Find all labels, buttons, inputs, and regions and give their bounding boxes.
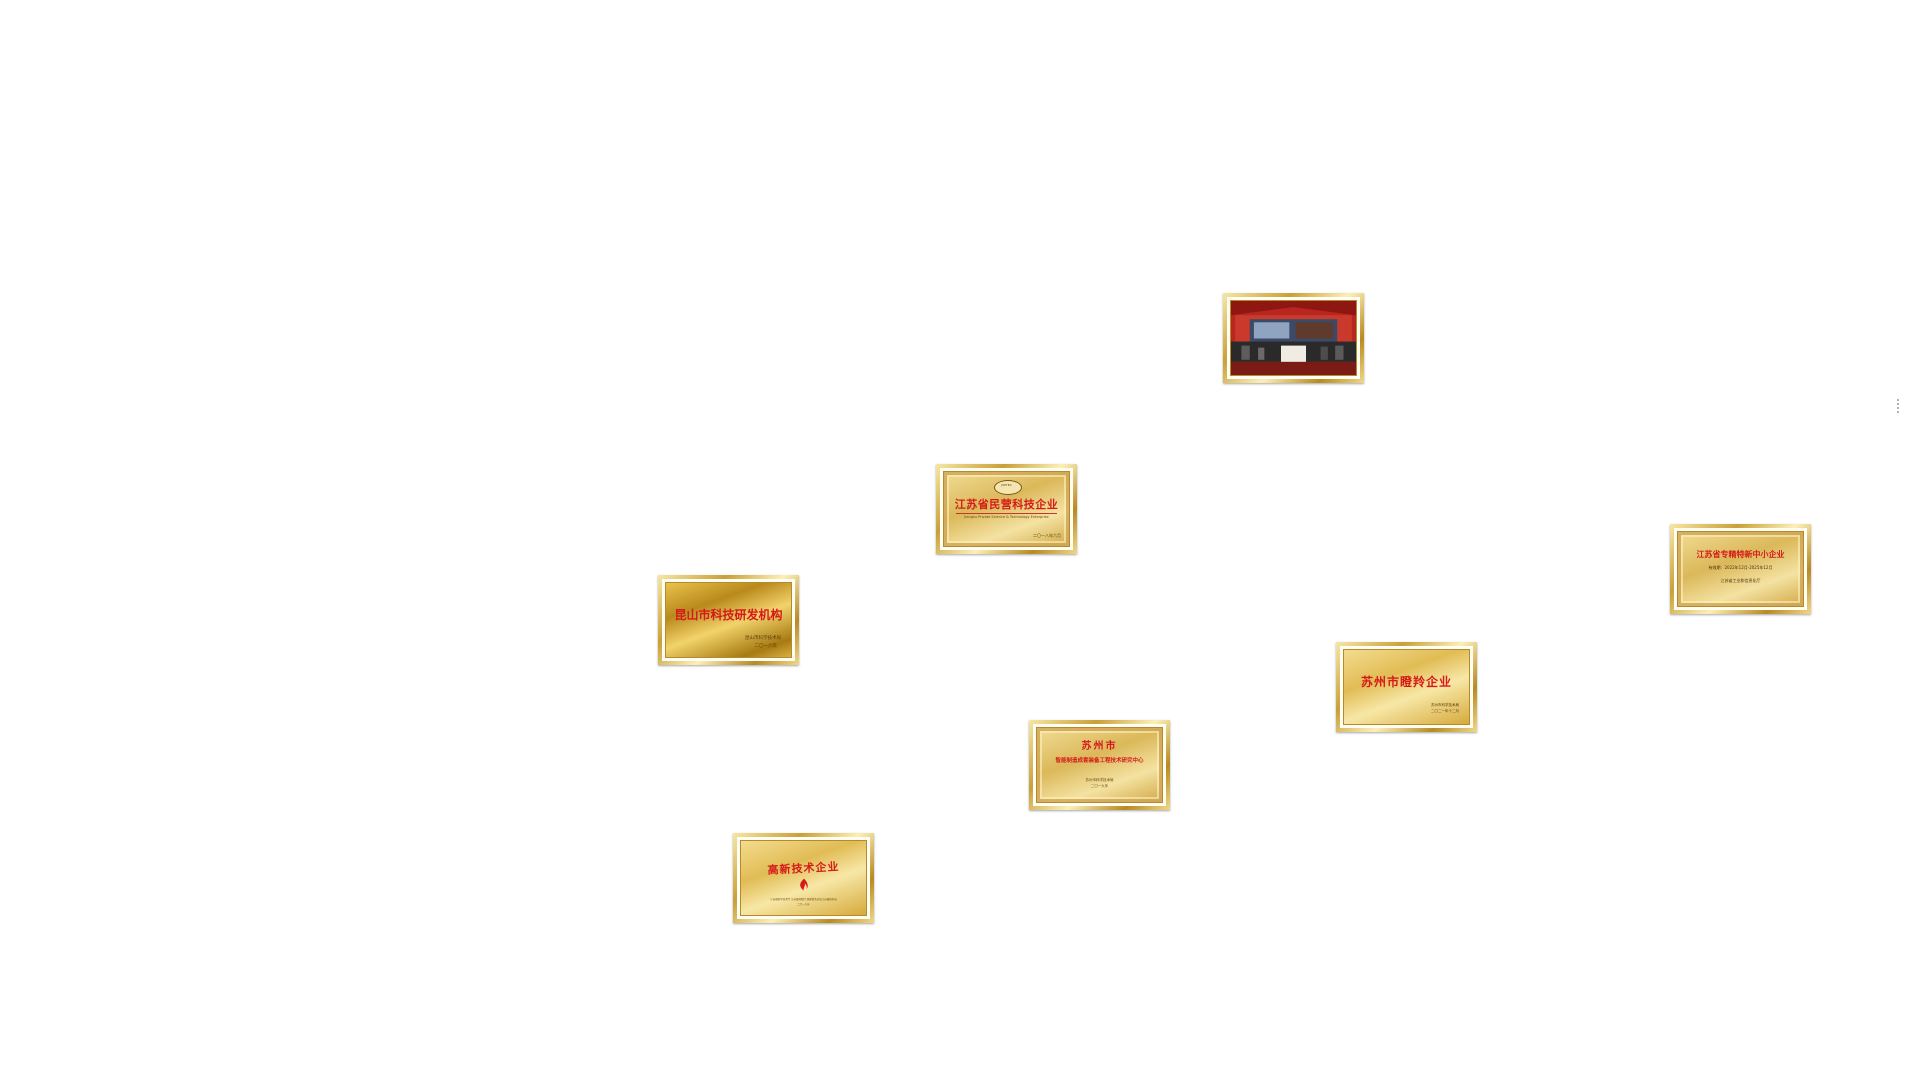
event-photo [1230,300,1357,376]
emblem-icon [993,480,1022,495]
flame-logo-icon [799,878,808,892]
plaque-title: 苏州市 [1081,741,1118,752]
plaque-date: 二〇一六年 [754,644,778,649]
plaque-face: 江苏省专精特新中小企业 有效期：2022年12月-2025年12月 江苏省工业和… [1677,531,1804,607]
plaque-date: 二〇一八年六月 [1033,533,1061,538]
plaque-jiangsu-private-tech[interactable]: JSPTEA 江苏省民营科技企业 Jiangsu Private Science… [936,464,1077,554]
plaque-issuer: 苏州市科学技术局 [1431,703,1459,707]
plaque-date: 二〇一九年 [797,903,810,906]
plaque-mat [1227,297,1360,379]
plaque-title: 苏州市瞪羚企业 [1360,675,1452,689]
plaque-face: JSPTEA 江苏省民营科技企业 Jiangsu Private Science… [943,471,1070,547]
plaque-mat: 苏州市 智能制造成套装备工程技术研究中心 苏州市科学技术局 二〇一九年 [1033,724,1166,806]
plaque-mat: 江苏省专精特新中小企业 有效期：2022年12月-2025年12月 江苏省工业和… [1674,528,1807,610]
plaque-issuer: 江苏省工业和信息化厅 [1720,578,1761,583]
plaque-face: 苏州市 智能制造成套装备工程技术研究中心 苏州市科学技术局 二〇一九年 [1036,727,1163,803]
plaque-high-tech[interactable]: 高新技术企业 江苏省科学技术厅 江苏省财政厅 国家税务总局江苏省税务局 二〇一九… [733,833,874,923]
title-underline [956,513,1057,514]
plaque-validity: 有效期：2022年12月-2025年12月 [1708,565,1773,570]
plaque-mat: 苏州市瞪羚企业 苏州市科学技术局 二〇二一年十二月 [1340,646,1473,728]
plaque-title: 江苏省民营科技企业 [954,498,1059,511]
plaque-mat: 高新技术企业 江苏省科学技术厅 江苏省财政厅 国家税务总局江苏省税务局 二〇一九… [737,837,870,919]
photo-frame-plaque[interactable] [1223,293,1364,383]
plaque-face: 苏州市瞪羚企业 苏州市科学技术局 二〇二一年十二月 [1343,649,1470,725]
plaque-issuer: 昆山市科学技术局 [745,636,781,641]
plaque-kunshan-rd[interactable]: 昆山市科技研发机构 昆山市科学技术局 二〇一六年 [658,575,799,665]
plaque-date: 二〇二一年十二月 [1431,709,1459,713]
plaque-title: 江苏省专精特新中小企业 [1696,549,1785,559]
emblem-text: JSPTEA [1001,483,1012,487]
event-photo-image [1231,301,1356,375]
plaque-mat: 昆山市科技研发机构 昆山市科学技术局 二〇一六年 [662,579,795,661]
plaque-title: 高新技术企业 [767,860,840,877]
plaque-face: 高新技术企业 江苏省科学技术厅 江苏省财政厅 国家税务总局江苏省税务局 二〇一九… [740,840,867,916]
plaque-footer: 江苏省科学技术厅 江苏省财政厅 国家税务总局江苏省税务局 [770,898,837,901]
plaque-title: 昆山市科技研发机构 [674,608,783,622]
scroll-indicator[interactable] [1897,399,1899,414]
plaque-issuer: 苏州市科学技术局 [1085,778,1114,782]
plaque-date: 二〇一九年 [1090,784,1109,788]
plaque-face: 昆山市科技研发机构 昆山市科学技术局 二〇一六年 [665,582,792,658]
plaque-subtitle: Jiangsu Private Science & Technology Ent… [964,515,1049,519]
plaque-suzhou-gazelle[interactable]: 苏州市瞪羚企业 苏州市科学技术局 二〇二一年十二月 [1336,642,1477,732]
plaque-mat: JSPTEA 江苏省民营科技企业 Jiangsu Private Science… [940,468,1073,550]
plaque-line2: 智能制造成套装备工程技术研究中心 [1055,758,1144,764]
plaque-suzhou-engineering-center[interactable]: 苏州市 智能制造成套装备工程技术研究中心 苏州市科学技术局 二〇一九年 [1029,720,1170,810]
plaque-jiangsu-specialized-sme[interactable]: 江苏省专精特新中小企业 有效期：2022年12月-2025年12月 江苏省工业和… [1670,524,1811,614]
